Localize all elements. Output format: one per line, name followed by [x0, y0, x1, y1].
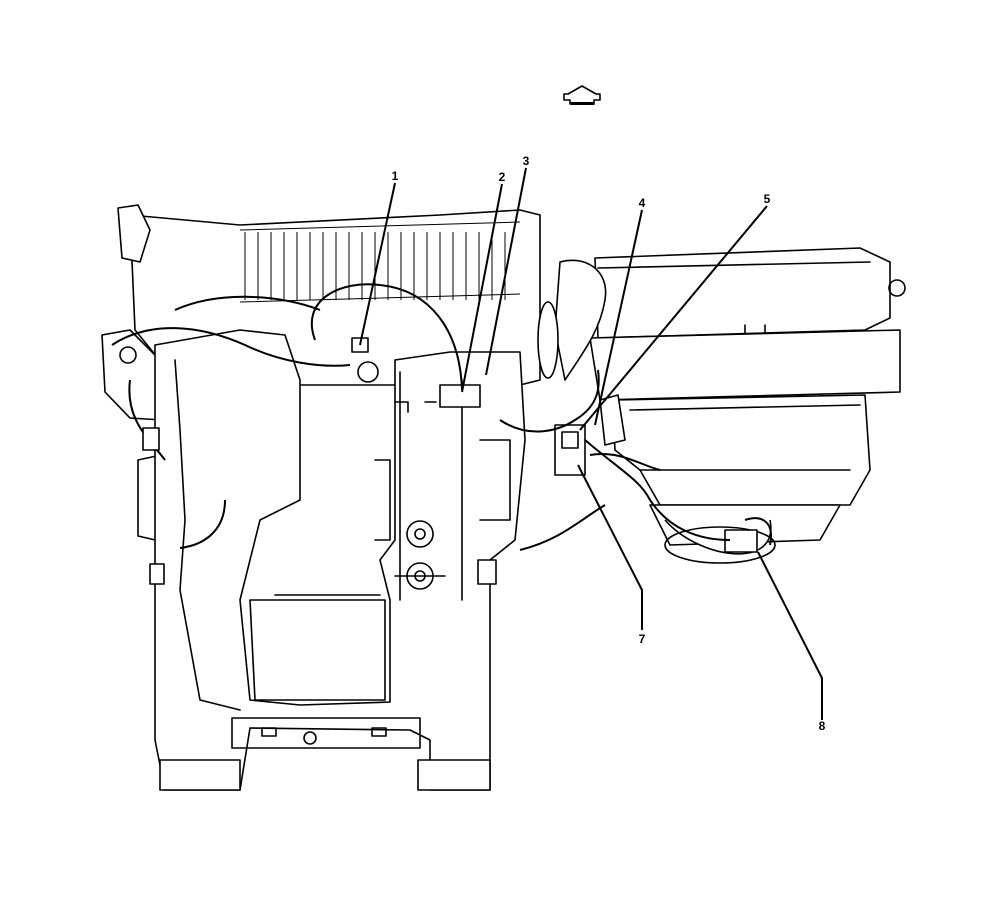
blower-module [537, 247, 906, 564]
hvac-case [101, 204, 541, 791]
front-arrow-icon [563, 85, 601, 105]
callout-7: 7 [638, 632, 646, 646]
callout-2: 2 [498, 170, 506, 184]
leader-lines [359, 167, 823, 720]
wiring-harness-right [499, 369, 772, 551]
callout-8: 8 [818, 719, 826, 733]
callout-5: 5 [763, 192, 771, 206]
callout-1: 1 [391, 169, 399, 183]
wiring-harness-left [111, 283, 463, 549]
callout-4: 4 [638, 196, 646, 210]
callout-3: 3 [522, 154, 530, 168]
